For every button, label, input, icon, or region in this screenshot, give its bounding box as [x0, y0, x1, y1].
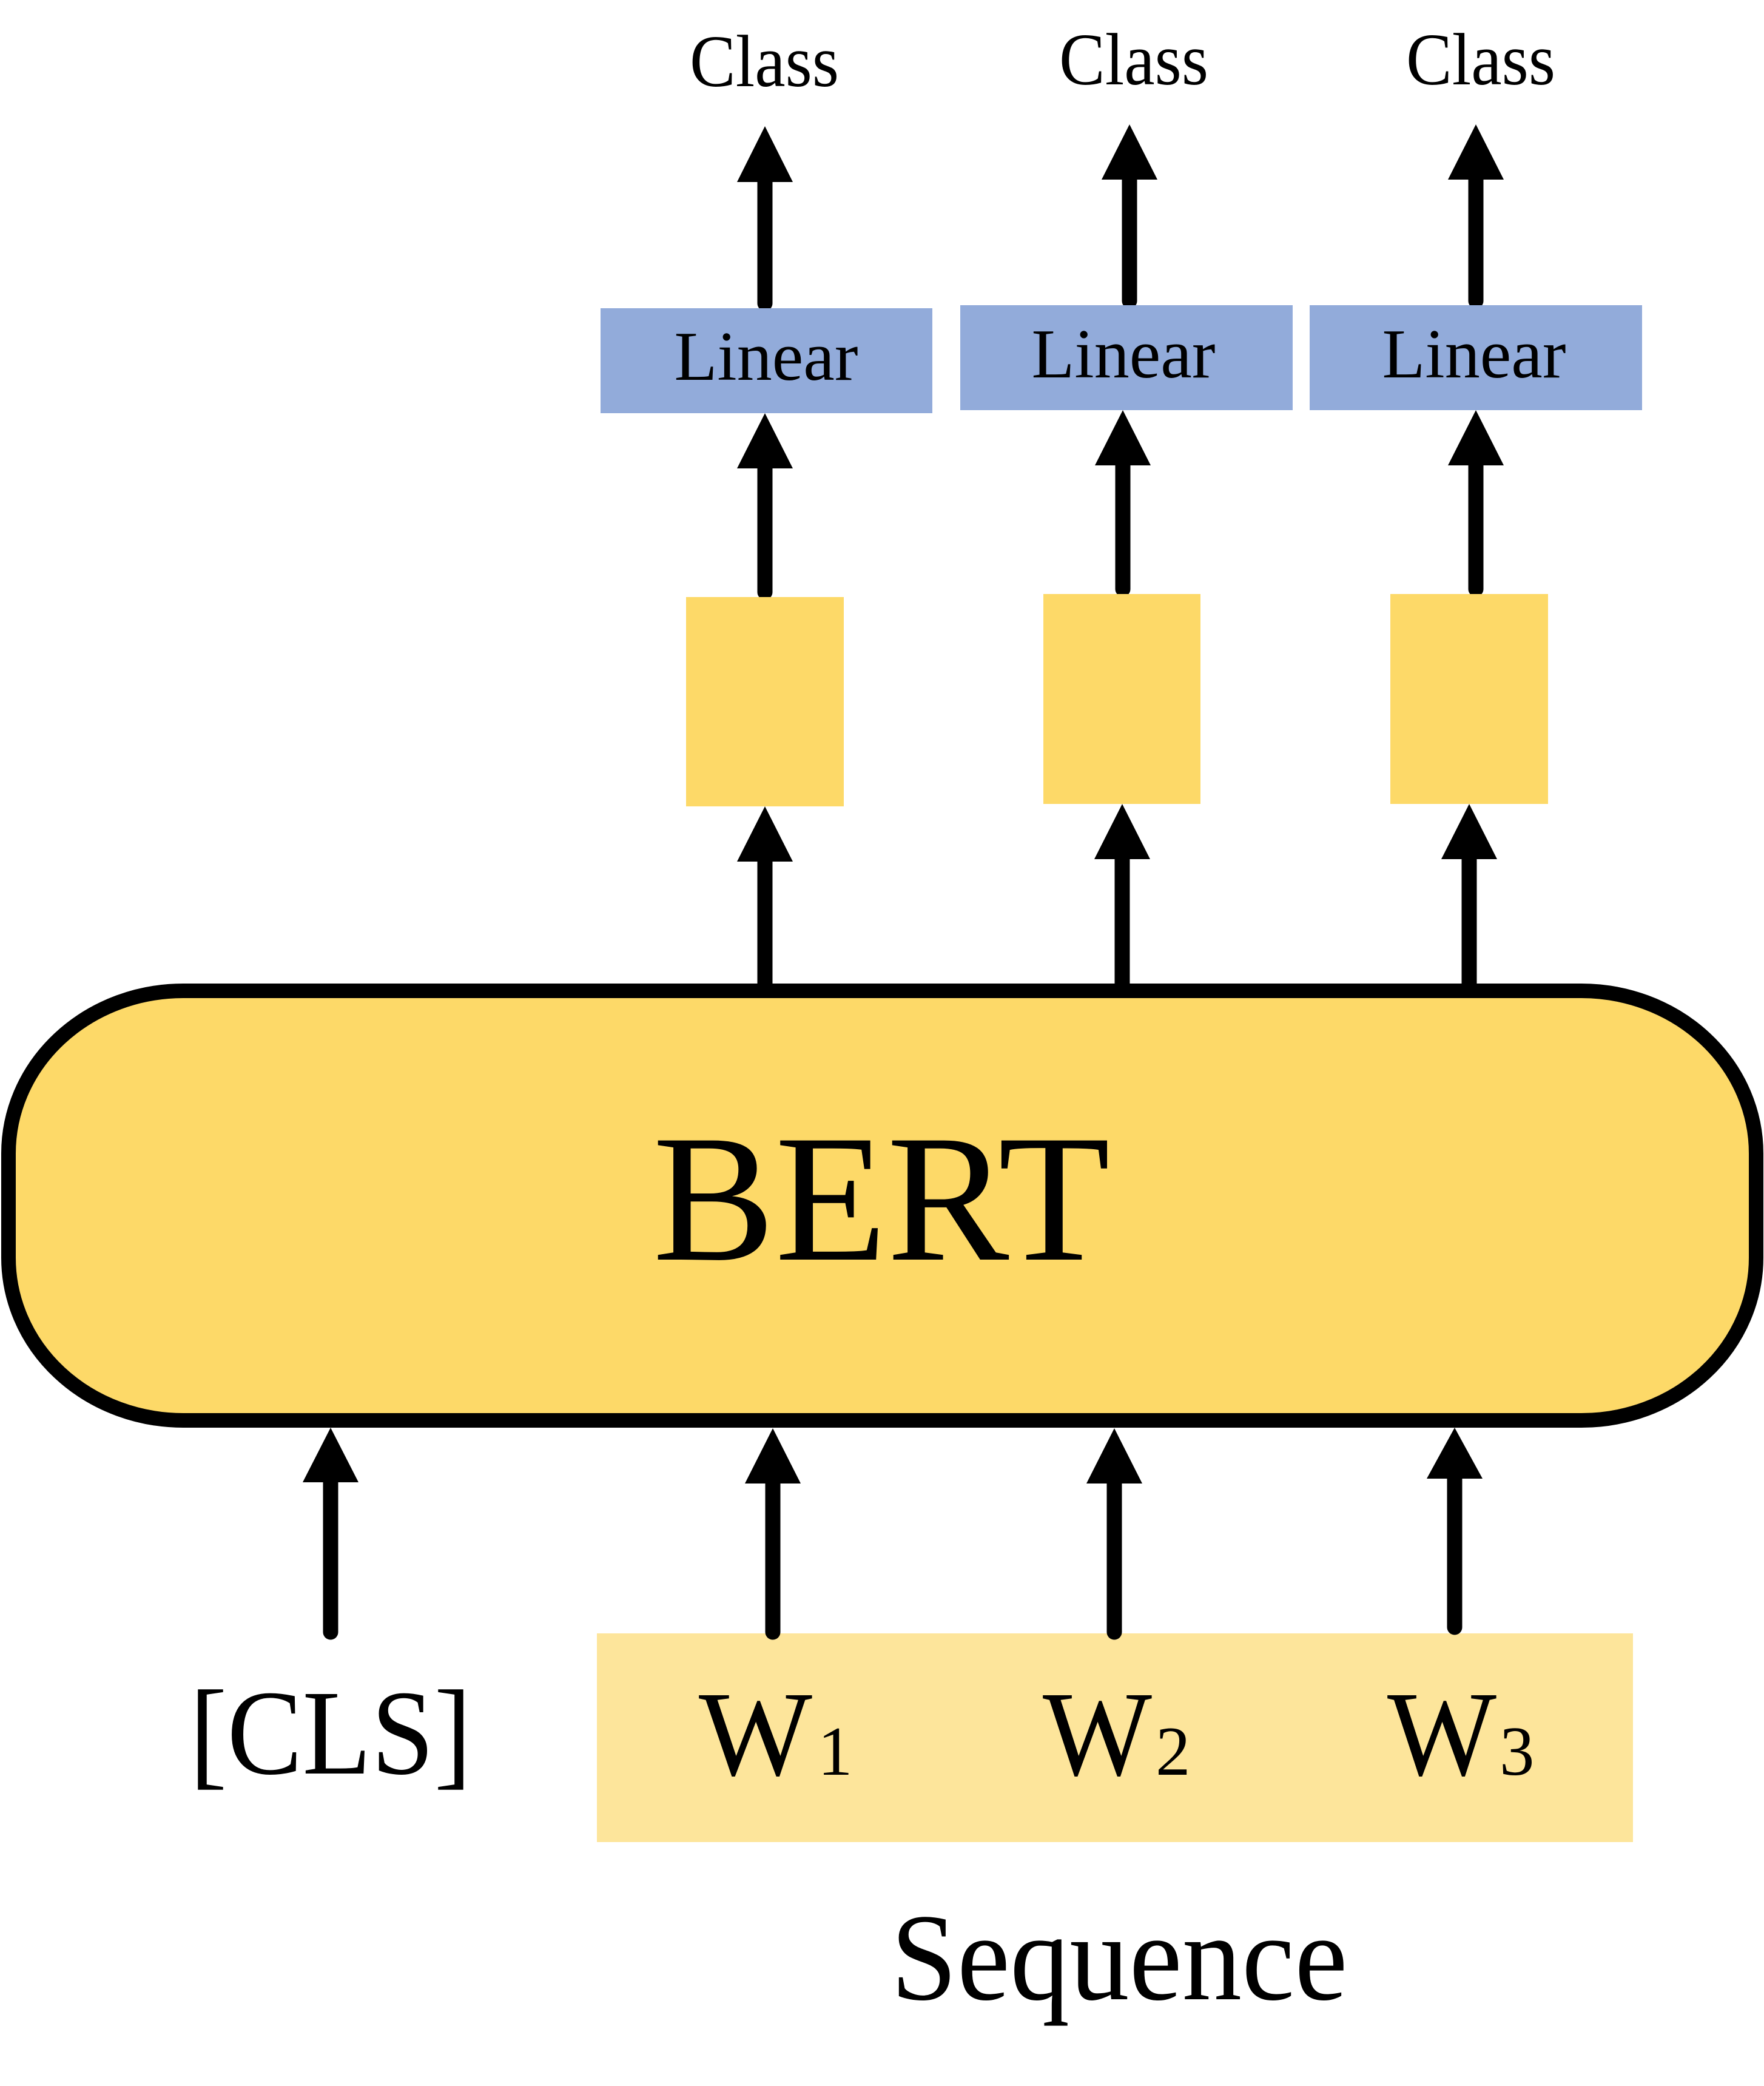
arrow-hidden3-to-linear3	[1448, 410, 1504, 597]
arrow-bert-to-hidden3	[1441, 804, 1497, 989]
bert-block	[1, 984, 1763, 1428]
class-label-2: Class	[1059, 19, 1208, 101]
linear-label-3: Linear	[1382, 316, 1566, 393]
token-w1-base: W	[699, 1667, 812, 1801]
arrow-hidden2-to-linear2	[1095, 410, 1151, 597]
linear-layer-1: Linear	[601, 308, 932, 413]
sequence-label: Sequence	[891, 1889, 1348, 2027]
token-w3-base: W	[1387, 1667, 1496, 1801]
arrow-w3-to-bert	[1427, 1428, 1483, 1635]
hidden-state-box-2	[1043, 594, 1200, 804]
token-w2: W 2	[1043, 1667, 1191, 1801]
sequence-box	[597, 1633, 1633, 1842]
arrow-cls-to-bert	[303, 1428, 359, 1640]
arrow-bert-to-hidden2	[1094, 804, 1150, 989]
cls-token: [CLS]	[190, 1666, 472, 1800]
hidden-state-box-1	[686, 597, 844, 806]
linear-box-2	[960, 305, 1293, 410]
linear-layer-2: Linear	[960, 305, 1293, 410]
class-label-1: Class	[690, 21, 839, 103]
token-w2-subscript: 2	[1156, 1713, 1191, 1790]
bert-encoder: BERT	[1, 984, 1763, 1428]
token-w1: W 1	[699, 1667, 853, 1801]
arrow-linear1-to-class1	[737, 126, 793, 311]
arrow-w1-to-bert	[745, 1428, 801, 1640]
linear-label-1: Linear	[675, 318, 858, 396]
arrow-w2-to-bert	[1086, 1428, 1142, 1640]
token-w1-subscript: 1	[818, 1713, 853, 1790]
linear-layer-3: Linear	[1310, 305, 1642, 410]
token-w3: W 3	[1387, 1667, 1535, 1801]
arrow-linear2-to-class2	[1102, 124, 1157, 309]
arrow-bert-to-hidden1	[737, 806, 793, 989]
token-w3-subscript: 3	[1500, 1713, 1535, 1790]
arrow-hidden1-to-linear1	[737, 413, 793, 600]
linear-box-1	[601, 308, 932, 413]
linear-label-2: Linear	[1032, 316, 1216, 393]
class-label-3: Class	[1406, 19, 1555, 101]
bert-label: BERT	[653, 1098, 1110, 1299]
linear-box-3	[1310, 305, 1642, 410]
hidden-state-box-3	[1390, 594, 1548, 804]
token-w2-base: W	[1043, 1667, 1152, 1801]
arrow-linear3-to-class3	[1448, 124, 1504, 309]
